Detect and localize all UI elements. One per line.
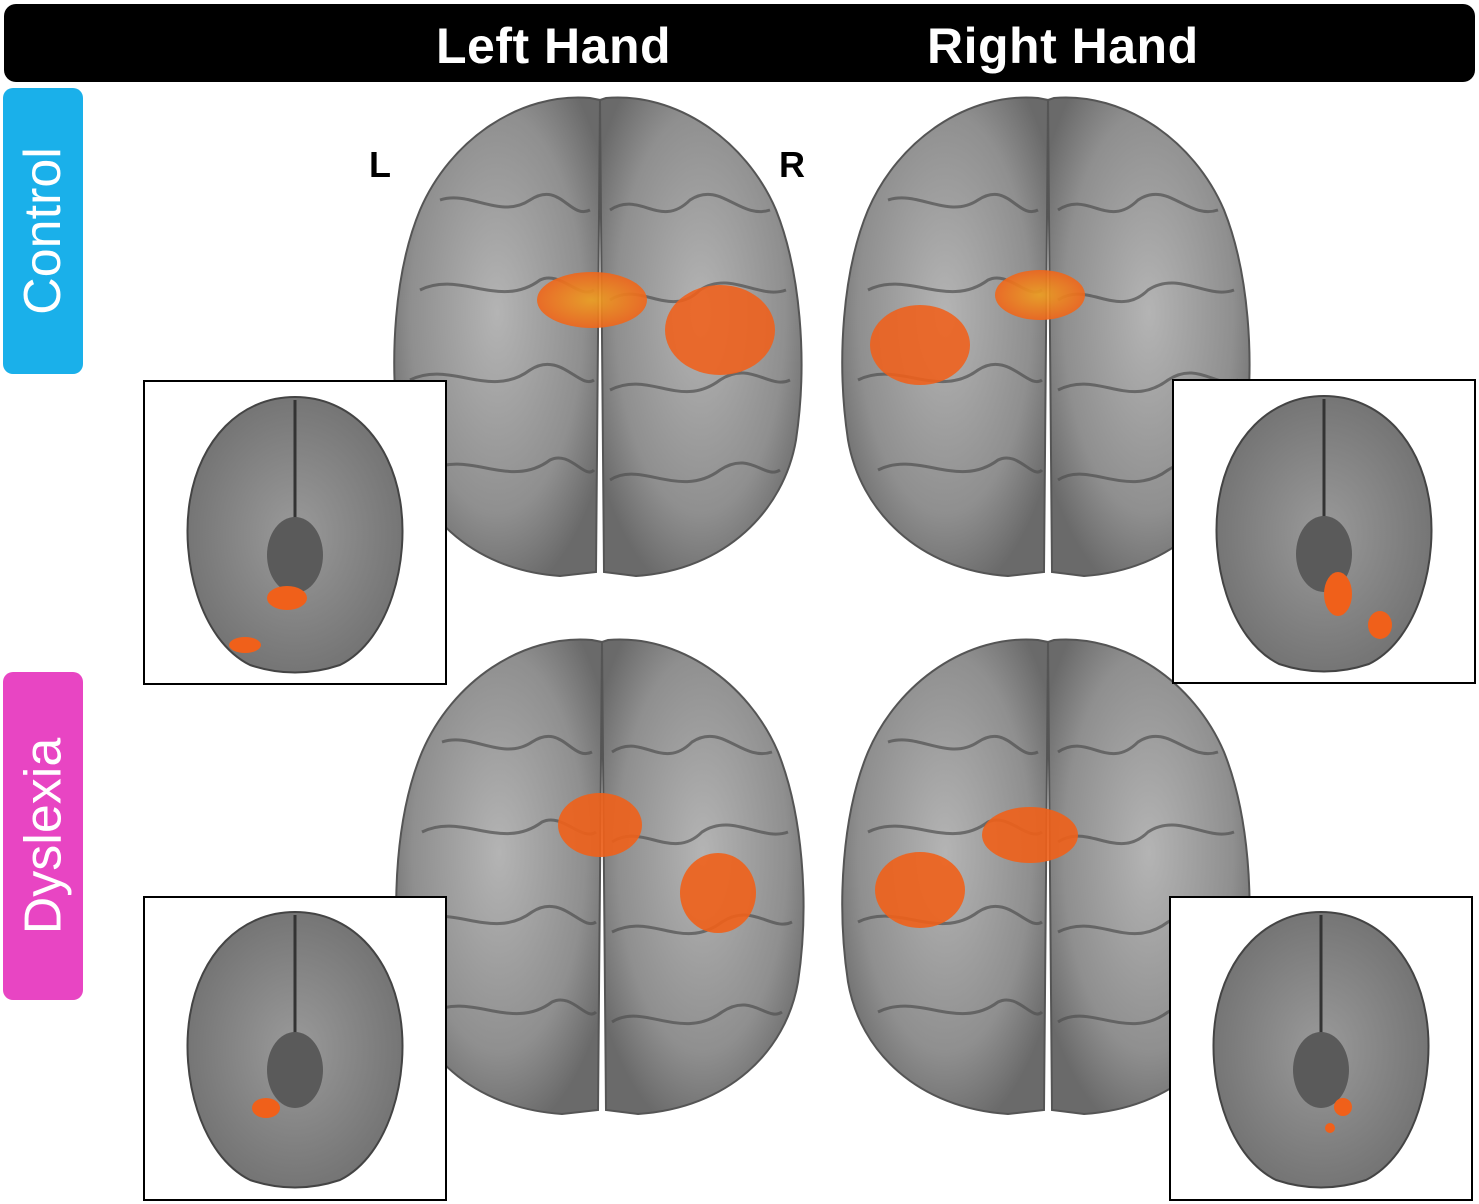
left-hand-title: Left Hand bbox=[436, 18, 672, 74]
brain-control-left-hand bbox=[393, 96, 803, 578]
slice-dyslexia-right-hand bbox=[1170, 897, 1472, 1200]
slice-control-left-hand bbox=[144, 381, 446, 684]
control-row-label: Control bbox=[3, 88, 83, 374]
inset-box-control-right bbox=[1172, 379, 1476, 684]
right-hand-title: Right Hand bbox=[927, 18, 1199, 74]
column-header-bar: Left Hand Right Hand bbox=[4, 4, 1475, 82]
inset-box-control-left bbox=[143, 380, 447, 685]
left-hemisphere-label: L bbox=[369, 144, 391, 185]
inset-box-dyslexia-right bbox=[1169, 896, 1473, 1201]
slice-control-right-hand bbox=[1173, 380, 1475, 683]
dyslexia-row-label: Dyslexia bbox=[3, 672, 83, 1000]
brain-control-right-hand bbox=[841, 96, 1251, 578]
slice-dyslexia-left-hand bbox=[144, 897, 446, 1200]
inset-box-dyslexia-left bbox=[143, 896, 447, 1201]
right-hemisphere-label: R bbox=[779, 144, 805, 185]
brain-dyslexia-left-hand bbox=[395, 638, 805, 1116]
